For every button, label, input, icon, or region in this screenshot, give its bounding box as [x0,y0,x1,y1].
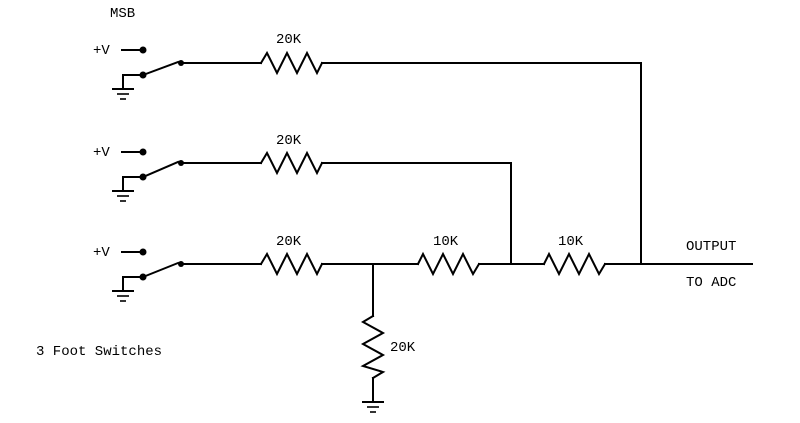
ground-icon [112,190,134,202]
switch-3-resistor-label: 20K [276,234,302,250]
switch-1-blade [141,60,180,77]
switch-1-supply-terminal [139,46,147,54]
switch-3: +V 20K [93,234,324,302]
ladder-rung-resistor-label: 10K [433,234,459,250]
switch-2-blade [141,160,180,179]
ladder-rung-resistor: 10K [416,234,481,277]
switch-1-resistor: 20K [259,32,324,76]
switch-3-supply-terminal [139,248,147,256]
ladder-output-resistor-label: 10K [558,234,584,250]
msb-label: MSB [110,6,135,22]
ground-icon [112,88,134,100]
switch-2-supply-label: +V [93,145,110,161]
to-adc-label: TO ADC [686,275,736,291]
output-label: OUTPUT [686,239,736,255]
shunt-resistor-label: 20K [390,340,416,356]
foot-switches-caption: 3 Foot Switches [36,344,162,360]
switch-3-supply-label: +V [93,245,110,261]
switch-2-resistor-label: 20K [276,133,302,149]
ground-icon [112,290,134,302]
switch-2-resistor: 20K [259,133,324,176]
switch-1-supply-label: +V [93,43,110,59]
shunt-resistor: 20K [360,263,416,403]
switch-1: +V 20K [93,32,642,265]
switch-3-blade [141,261,180,279]
switch-3-resistor: 20K [259,234,324,277]
switch-2-supply-terminal [139,148,147,156]
switch-1-resistor-label: 20K [276,32,302,48]
ground-icon [362,401,384,413]
switch-2: +V 20K [93,133,512,265]
ladder-output-resistor: 10K [542,234,607,277]
